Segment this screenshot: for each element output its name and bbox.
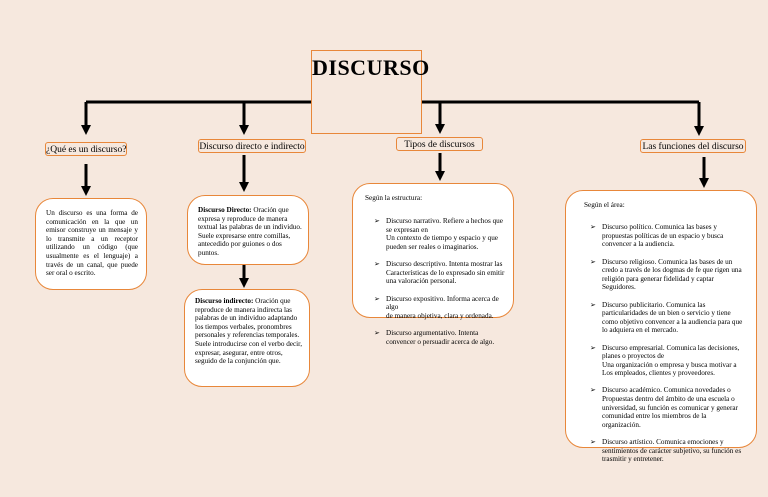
tipos-intro: Según la estructura: — [365, 194, 423, 202]
tipos-box: Según la estructura: Discurso narrativo.… — [352, 183, 514, 346]
indirecto-text: Oración que reproduce de manera indirect… — [195, 297, 303, 366]
page-title: DISCURSO — [312, 55, 430, 80]
que-es-box: Un discurso es una forma de comunicación… — [35, 198, 147, 290]
arrowhead-6 — [239, 182, 249, 192]
arrowhead-5 — [81, 186, 91, 196]
funciones-item-publicitario: Discurso publicitario. Comunica las part… — [590, 301, 746, 335]
tipos-item-expositivo: Discurso expositivo. Informa acerca de a… — [374, 295, 505, 321]
funciones-intro: Según el área: — [584, 201, 625, 209]
indirecto-term: Discurso indirecto: — [195, 297, 254, 305]
tipos-item-narrativo: Discurso narrativo. Refiere a hechos que… — [374, 217, 505, 251]
funciones-item-artistico: Discurso artístico. Comunica emociones y… — [590, 438, 746, 464]
tipos-list: Discurso narrativo. Refiere a hechos que… — [365, 209, 505, 355]
title-box: DISCURSO — [311, 50, 430, 134]
indirecto-box: Discurso indirecto: Oración que reproduc… — [184, 289, 310, 387]
tipos-item-descriptivo: Discurso descriptivo. Intenta mostrar la… — [374, 260, 505, 286]
arrowhead-9 — [699, 178, 709, 188]
arrowhead-8 — [435, 171, 445, 181]
indirecto-paragraph: Discurso indirecto: Oración que reproduc… — [195, 297, 303, 366]
directo-box: Discurso Directo: Oración que expresa y … — [187, 195, 309, 265]
que-es-text: Un discurso es una forma de comunicación… — [46, 209, 138, 278]
arrowhead-3 — [435, 124, 445, 134]
header-que-es: ¿Qué es un discurso? — [45, 142, 127, 156]
directo-term: Discurso Directo: — [198, 206, 252, 214]
arrowhead-4 — [694, 126, 704, 136]
header-funciones: Las funciones del discurso — [640, 139, 746, 153]
funciones-item-empresarial: Discurso empresarial. Comunica las decis… — [590, 344, 746, 378]
header-directo-indirecto: Discurso directo e indirecto — [198, 139, 306, 153]
tipos-item-argumentativo: Discurso argumentativo. Intenta convence… — [374, 329, 505, 346]
arrowhead-7 — [239, 278, 249, 288]
funciones-item-politico: Discurso político. Comunica las bases y … — [590, 223, 746, 249]
funciones-item-religioso: Discurso religioso. Comunica las bases d… — [590, 258, 746, 292]
header-tipos: Tipos de discursos — [396, 137, 483, 151]
funciones-box: Según el área: Discurso político. Comuni… — [565, 190, 757, 463]
arrowhead-1 — [81, 125, 91, 135]
funciones-item-academico: Discurso académico. Comunica novedades o… — [590, 386, 746, 429]
funciones-list: Discurso político. Comunica las bases y … — [584, 215, 746, 473]
arrowhead-2 — [239, 125, 249, 135]
directo-text: Oración que expresa y reproduce de maner… — [198, 206, 302, 257]
directo-paragraph: Discurso Directo: Oración que expresa y … — [198, 206, 302, 258]
